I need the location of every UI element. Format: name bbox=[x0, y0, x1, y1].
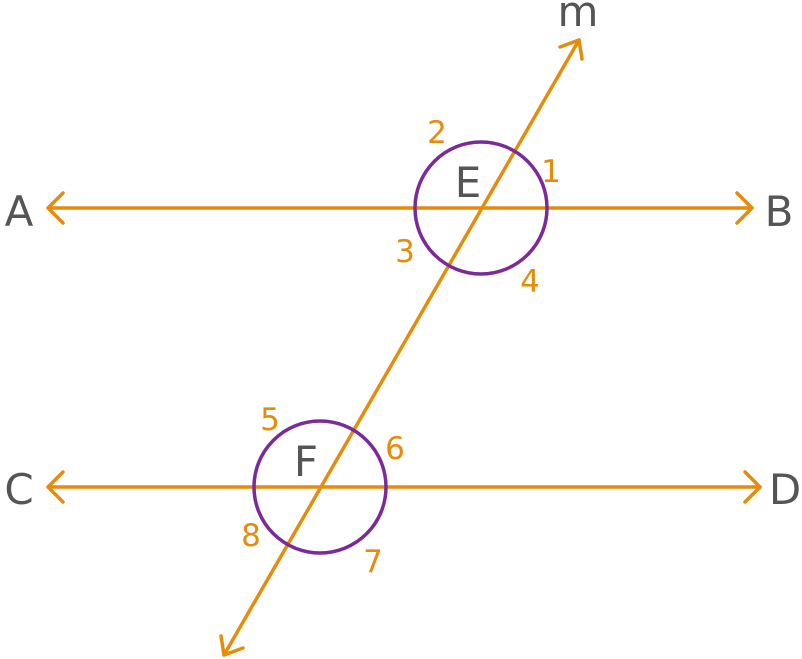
arrowhead-c bbox=[46, 470, 65, 504]
label-point-d: D bbox=[769, 465, 801, 514]
arrowhead-b bbox=[735, 191, 754, 225]
angle-label-3: 3 bbox=[395, 234, 415, 270]
label-point-a: A bbox=[5, 187, 34, 236]
label-point-e: E bbox=[455, 158, 482, 207]
angle-label-2: 2 bbox=[427, 115, 447, 151]
arrowhead-m-top bbox=[558, 38, 584, 61]
angle-label-6: 6 bbox=[385, 431, 405, 467]
angle-circle-e bbox=[413, 140, 549, 276]
label-point-b: B bbox=[765, 187, 794, 236]
transversal-m bbox=[222, 38, 581, 657]
angle-label-4: 4 bbox=[520, 264, 540, 300]
angle-label-5: 5 bbox=[260, 402, 280, 438]
arrowhead-a bbox=[46, 191, 65, 225]
angle-label-8: 8 bbox=[241, 518, 261, 554]
arrowhead-d bbox=[743, 470, 762, 504]
label-line-m: m bbox=[558, 0, 599, 36]
angle-label-7: 7 bbox=[363, 544, 383, 580]
arrowhead-m-bottom bbox=[219, 634, 245, 657]
label-point-c: C bbox=[4, 465, 33, 514]
angle-label-1: 1 bbox=[541, 154, 561, 190]
label-point-f: F bbox=[294, 437, 318, 486]
angle-circle-f bbox=[252, 419, 388, 555]
